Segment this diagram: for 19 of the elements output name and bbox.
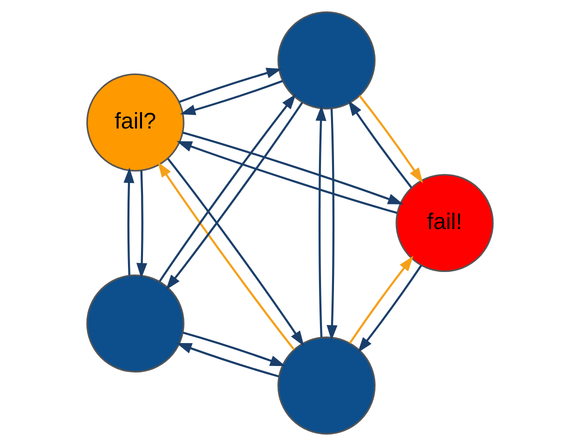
node-circle: fail? — [86, 73, 184, 172]
arrow — [349, 256, 414, 344]
arrow — [348, 100, 412, 188]
arrow — [358, 264, 422, 353]
arrow — [326, 108, 338, 341]
arrow — [180, 80, 283, 116]
arrow — [182, 332, 286, 366]
arrow — [316, 105, 326, 338]
arrow — [167, 158, 304, 346]
arrow — [358, 95, 423, 184]
arrow — [178, 68, 282, 103]
arrow — [124, 168, 134, 276]
arrow — [158, 162, 295, 350]
arrow — [176, 141, 398, 214]
arrow — [182, 132, 404, 204]
arrow — [176, 343, 280, 378]
arrow — [158, 94, 296, 282]
arrow — [136, 170, 148, 278]
arrow — [166, 102, 304, 290]
